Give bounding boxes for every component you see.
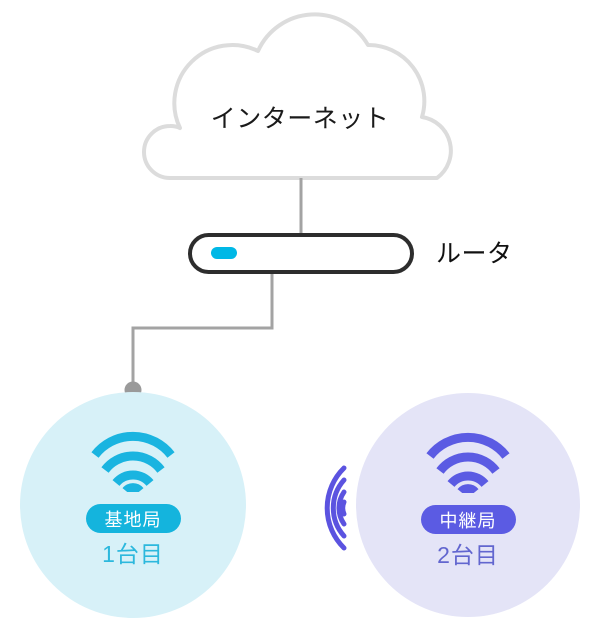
base-station-badge: 基地局 [85,504,181,533]
router-label: ルータ [436,240,513,268]
cloud-label: インターネット [210,105,390,133]
cloud-shape [142,12,453,180]
relay-station-badge: 中継局 [420,505,516,534]
cable-router-to-base-station [131,274,274,390]
router-led-indicator [211,247,237,259]
wifi-icon [91,431,175,492]
router-device[interactable] [188,233,414,274]
wifi-icon [426,432,510,493]
relay-station-node[interactable]: 中継局 2台目 [356,393,580,617]
base-station-count: 1台目 [102,541,164,567]
relay-station-count: 2台目 [437,542,499,568]
base-station-node[interactable]: 基地局 1台目 [20,392,246,618]
wireless-signal-icon [324,465,347,551]
